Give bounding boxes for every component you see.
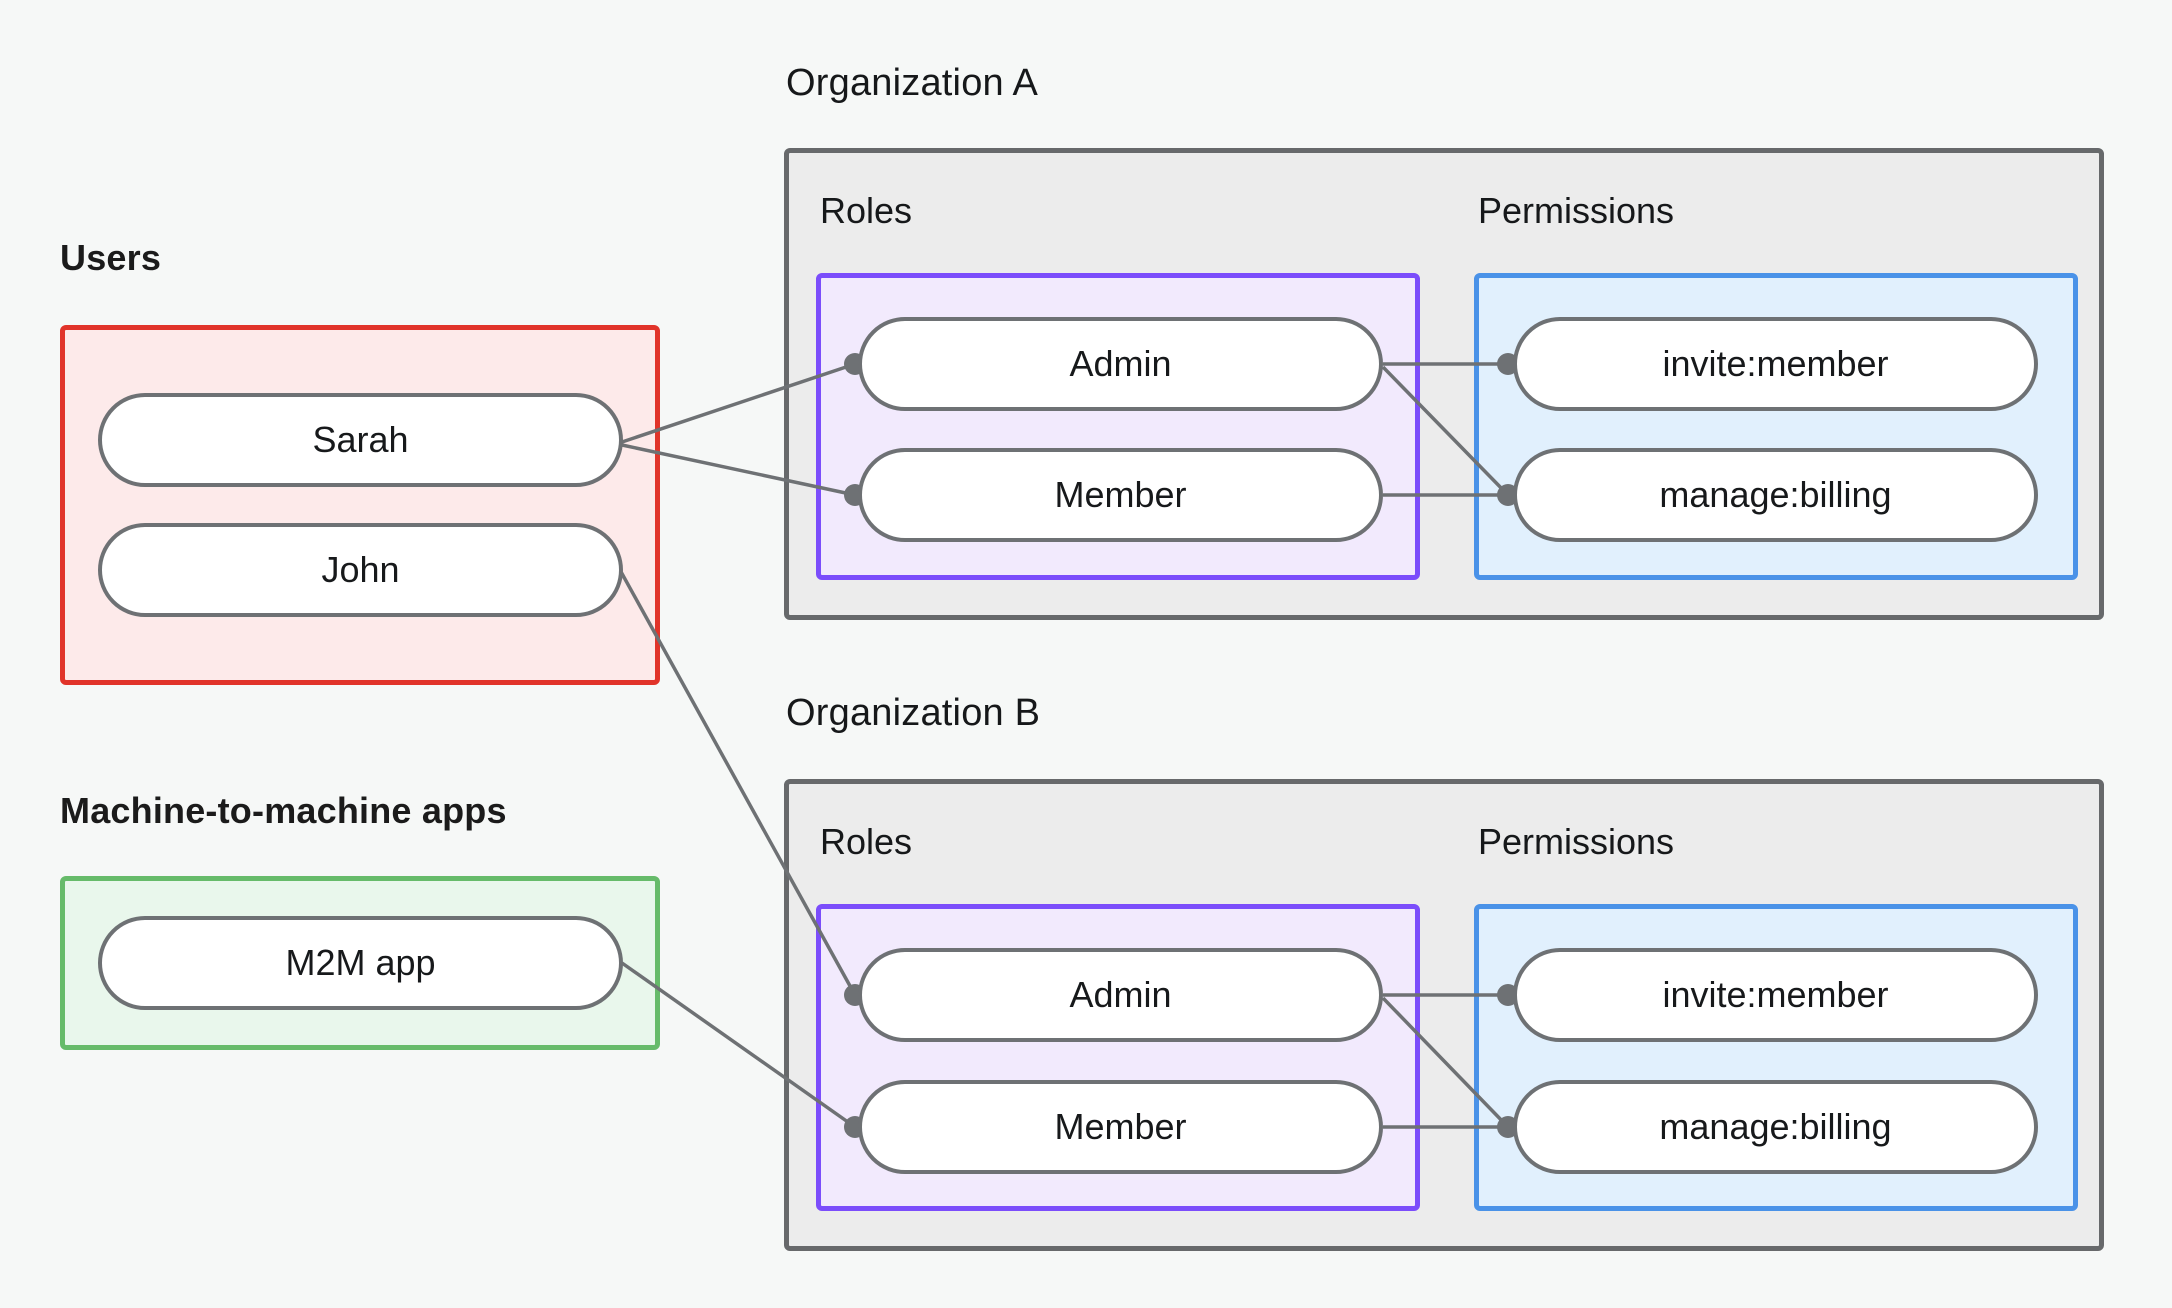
org-a-title: Organization A: [786, 62, 1039, 104]
org-a-permissions-label: Permissions: [1478, 190, 1675, 231]
org-b-permissions-label: Permissions: [1478, 821, 1675, 862]
org-a-role-member[interactable]: Member: [858, 448, 1383, 542]
m2m-heading: Machine-to-machine apps: [60, 790, 507, 831]
org-b-role-member[interactable]: Member: [858, 1080, 1383, 1174]
user-node-sarah[interactable]: Sarah: [98, 393, 623, 487]
org-b-permission-invite-member[interactable]: invite:member: [1513, 948, 2038, 1042]
org-b-title: Organization B: [786, 692, 1041, 734]
org-b-role-admin[interactable]: Admin: [858, 948, 1383, 1042]
org-b-roles-label: Roles: [820, 821, 913, 862]
users-heading: Users: [60, 237, 162, 278]
org-a-permission-invite-member[interactable]: invite:member: [1513, 317, 2038, 411]
org-a-permission-manage-billing[interactable]: manage:billing: [1513, 448, 2038, 542]
users-container: [60, 325, 660, 685]
m2m-node-app[interactable]: M2M app: [98, 916, 623, 1010]
user-node-john[interactable]: John: [98, 523, 623, 617]
org-a-role-admin[interactable]: Admin: [858, 317, 1383, 411]
org-a-roles-label: Roles: [820, 190, 913, 231]
org-b-permission-manage-billing[interactable]: manage:billing: [1513, 1080, 2038, 1174]
